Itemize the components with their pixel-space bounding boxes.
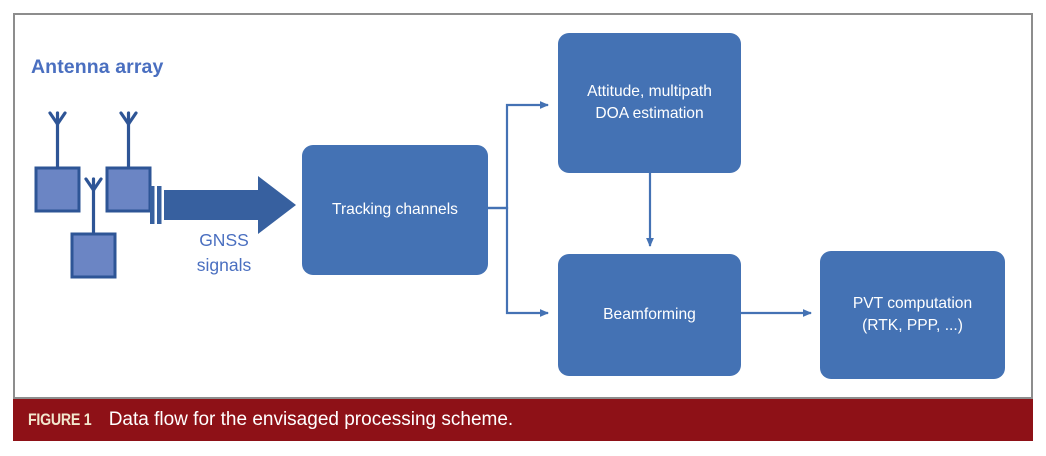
tracking-channels-box[interactable]: Tracking channels [302, 145, 488, 275]
beamforming-box[interactable]: Beamforming [558, 254, 741, 376]
figure-caption-text: Data flow for the envisaged processing s… [108, 409, 514, 430]
pvt-computation-label: PVT computation (RTK, PPP, ...) [853, 293, 972, 337]
tracking-channels-label: Tracking channels [332, 199, 458, 221]
tracking-channels-line1: Tracking channels [332, 200, 458, 218]
figure-number-tag: FIGURE 1 [28, 410, 92, 429]
beamforming-line1: Beamforming [603, 305, 696, 323]
attitude-multipath-doa-box[interactable]: Attitude, multipath DOA estimation [558, 33, 741, 173]
attitude-line2: DOA estimation [595, 105, 704, 122]
gnss-signals-line2: signals [196, 254, 252, 275]
pvt-computation-box[interactable]: PVT computation (RTK, PPP, ...) [820, 251, 1005, 379]
beamforming-label: Beamforming [603, 304, 696, 326]
figure-caption-bar: FIGURE 1 Data flow for the envisaged pro… [13, 399, 1033, 441]
pvt-line1: PVT computation [852, 294, 973, 312]
gnss-signals-line1: GNSS [199, 230, 249, 250]
attitude-multipath-doa-label: Attitude, multipath DOA estimation [587, 81, 712, 125]
attitude-line1: Attitude, multipath [587, 82, 712, 100]
gnss-signals-label: GNSS signals [172, 228, 276, 278]
pvt-line2: (RTK, PPP, ...) [862, 317, 963, 334]
antenna-array-label: Antenna array [31, 56, 164, 78]
